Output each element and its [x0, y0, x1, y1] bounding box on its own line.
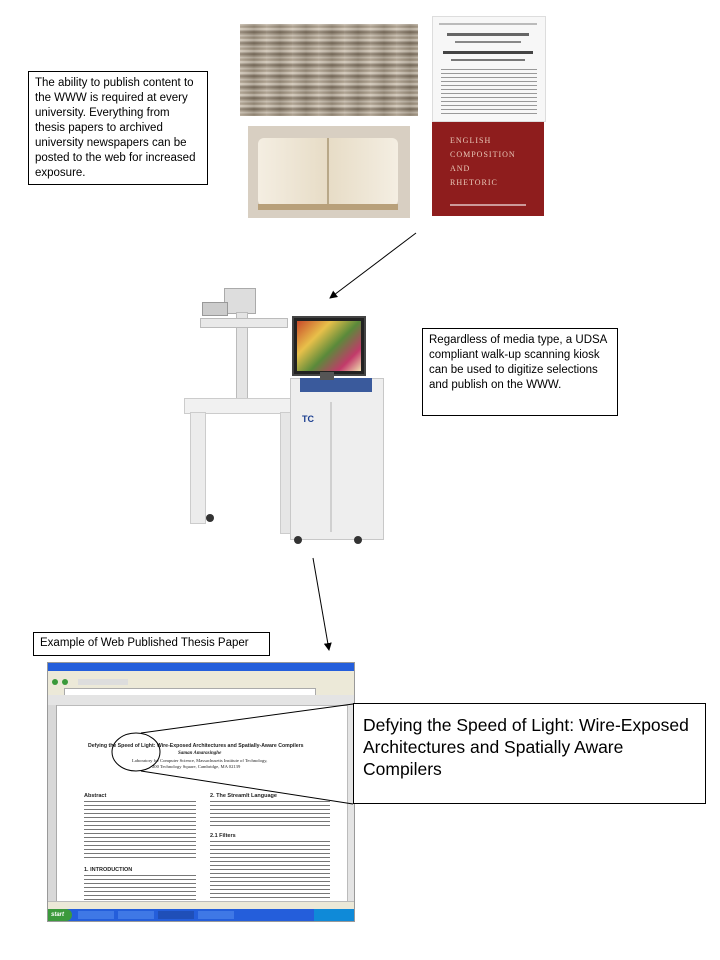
title-highlight-circle — [112, 733, 160, 771]
arrow-to-web-example — [313, 558, 329, 650]
callout-line-bottom — [141, 771, 353, 804]
callout-line-top — [141, 704, 353, 733]
arrow-to-kiosk — [330, 233, 416, 298]
